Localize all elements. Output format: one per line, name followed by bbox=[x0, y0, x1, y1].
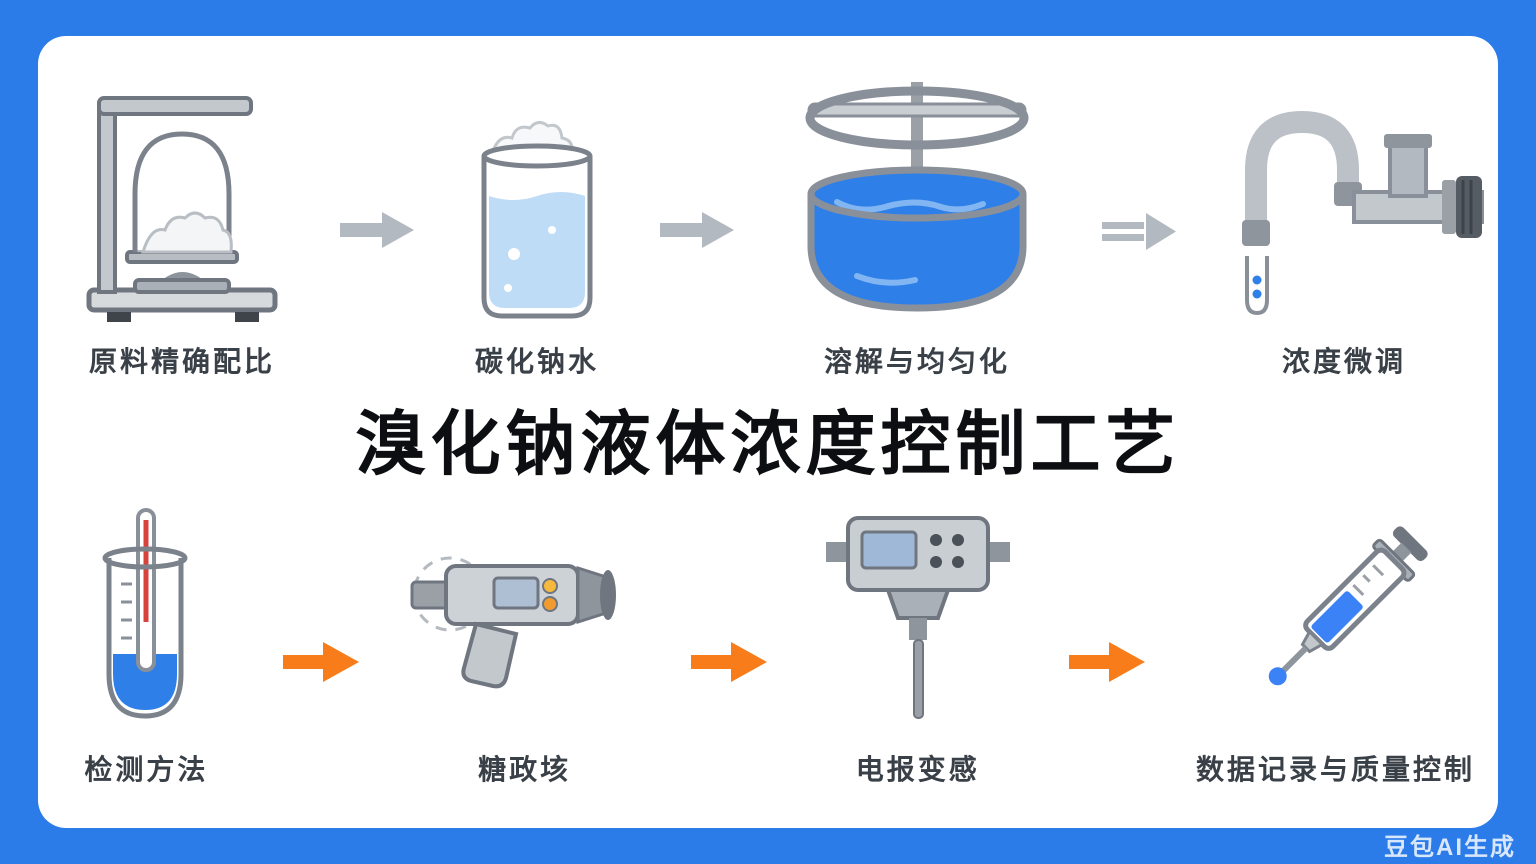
step-label: 糖政垓 bbox=[478, 754, 572, 785]
step-dissolve-homogenize: 溶解与均匀化 bbox=[752, 80, 1082, 380]
electrode-sensor-icon bbox=[818, 506, 1018, 732]
beaker-with-powder-icon bbox=[462, 102, 612, 324]
step-electrode-sensor: 电报变感 bbox=[795, 488, 1041, 788]
handheld-refractometer-icon bbox=[400, 528, 650, 708]
mixing-tank-icon bbox=[791, 76, 1043, 324]
pipe-valve-sampler-icon bbox=[1204, 80, 1484, 324]
arrow-right-icon bbox=[338, 208, 416, 252]
step-label: 碳化钠水 bbox=[474, 346, 599, 377]
top-process-row: 原料精确配比 碳化钠水 bbox=[38, 80, 1498, 380]
orange-arrow-right-icon bbox=[1067, 638, 1147, 686]
bottom-process-row: 检测方法 糖政垓 bbox=[38, 488, 1498, 788]
step-refractometer: 糖政垓 bbox=[387, 488, 663, 788]
orange-arrow-right-icon bbox=[281, 638, 361, 686]
step-concentration-trim: 浓度微调 bbox=[1194, 80, 1494, 380]
step-label: 电报变感 bbox=[855, 754, 980, 785]
step-label: 原料精确配比 bbox=[88, 346, 275, 377]
orange-arrow-right-icon bbox=[689, 638, 769, 686]
ai-watermark: 豆包AI生成 bbox=[1384, 834, 1516, 861]
step-label: 数据记录与质量控制 bbox=[1195, 754, 1475, 785]
step-label: 溶解与均匀化 bbox=[823, 346, 1010, 377]
arrow-right-icon bbox=[658, 208, 736, 252]
step-raw-material: 原料精确配比 bbox=[42, 80, 322, 380]
step-label: 检测方法 bbox=[84, 754, 209, 785]
test-tube-thermometer-icon bbox=[71, 504, 221, 732]
balance-scale-icon bbox=[77, 84, 287, 324]
step-solution-water: 碳化钠水 bbox=[432, 80, 642, 380]
step-detection-method: 检测方法 bbox=[38, 488, 255, 788]
step-data-record-quality: 数据记录与质量控制 bbox=[1173, 488, 1498, 788]
syringe-sampler-icon bbox=[1220, 506, 1450, 732]
step-label: 浓度微调 bbox=[1281, 346, 1406, 377]
double-arrow-right-icon bbox=[1098, 208, 1178, 254]
page-title: 溴化钠液体浓度控制工艺 bbox=[355, 405, 1181, 483]
infographic-card: 原料精确配比 碳化钠水 bbox=[38, 36, 1498, 828]
